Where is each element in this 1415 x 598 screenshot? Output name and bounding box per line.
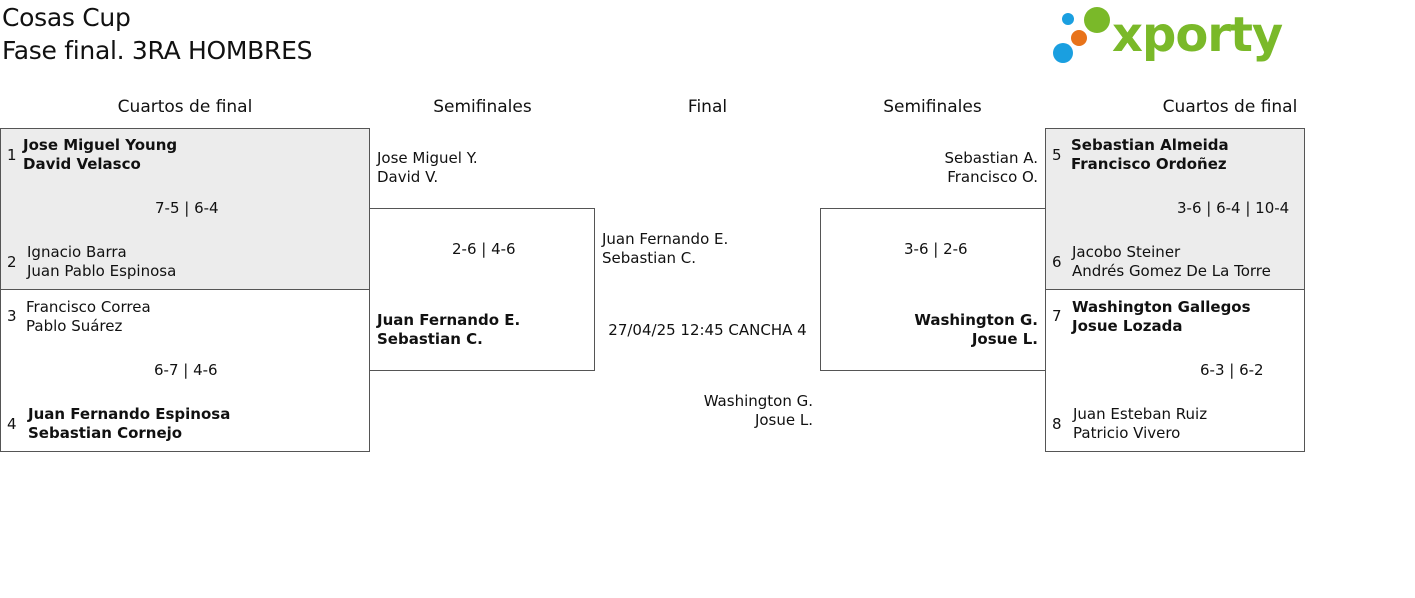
player-name: Washington G. <box>703 392 813 410</box>
player-name: Juan Fernando E. <box>602 230 729 248</box>
player-name: Juan Fernando E. <box>377 311 521 329</box>
player-name: Washington Gallegos <box>1072 298 1251 316</box>
player-name: Sebastian C. <box>377 330 483 348</box>
player-name: Francisco Ordoñez <box>1071 155 1227 173</box>
player-name: Francisco O. <box>947 168 1038 186</box>
team-pair[interactable]: Sebastian Almeida Francisco Ordoñez <box>1071 136 1229 174</box>
xporty-logo[interactable]: xporty <box>1050 4 1283 66</box>
finalist-pair-right[interactable]: Washington G. Josue L. <box>640 392 813 430</box>
column-header-quarterfinals-right: Cuartos de final <box>1162 97 1298 117</box>
match-score: 7-5 | 6-4 <box>155 199 219 217</box>
column-header-quarterfinals-left: Cuartos de final <box>117 97 253 117</box>
team-pair[interactable]: Sebastian A. Francisco O. <box>870 149 1038 187</box>
column-header-final: Final <box>687 97 728 117</box>
seed-number: 7 <box>1052 307 1062 325</box>
player-name: Sebastian C. <box>602 249 697 267</box>
seed-number: 1 <box>7 146 17 164</box>
finalist-pair-left[interactable]: Juan Fernando E. Sebastian C. <box>602 230 728 268</box>
player-name: Josue L. <box>754 411 813 429</box>
column-header-semifinals-right: Semifinales <box>883 97 982 117</box>
player-name: Jose Miguel Y. <box>377 149 478 167</box>
team-pair[interactable]: Juan Fernando E. Sebastian C. <box>377 311 520 349</box>
player-name: Josue L. <box>971 330 1038 348</box>
seed-number: 5 <box>1052 146 1062 164</box>
player-name: Francisco Correa <box>26 298 151 316</box>
seed-number: 4 <box>7 415 17 433</box>
team-pair[interactable]: Jacobo Steiner Andrés Gomez De La Torre <box>1072 243 1271 281</box>
final-schedule: 27/04/25 12:45 CANCHA 4 <box>608 321 807 339</box>
team-pair[interactable]: Juan Esteban Ruiz Patricio Vivero <box>1073 405 1207 443</box>
player-name: David V. <box>377 168 439 186</box>
player-name: Patricio Vivero <box>1073 424 1181 442</box>
match-score: 2-6 | 4-6 <box>452 240 516 258</box>
tournament-title: Cosas Cup <box>2 3 131 32</box>
team-pair[interactable]: Juan Fernando Espinosa Sebastian Cornejo <box>28 405 230 443</box>
semifinal-match-1[interactable] <box>369 208 595 371</box>
player-name: Pablo Suárez <box>26 317 123 335</box>
phase-title: Fase final. 3RA HOMBRES <box>2 36 313 65</box>
quarterfinal-match-1[interactable] <box>0 128 370 290</box>
match-score: 3-6 | 6-4 | 10-4 <box>1177 199 1290 217</box>
player-name: Washington G. <box>914 311 1038 329</box>
quarterfinal-match-3[interactable] <box>1045 128 1305 290</box>
player-name: Sebastian Almeida <box>1071 136 1229 154</box>
team-pair[interactable]: Jose Miguel Young David Velasco <box>23 136 177 174</box>
seed-number: 8 <box>1052 415 1062 433</box>
match-score: 6-3 | 6-2 <box>1200 361 1264 379</box>
player-name: Juan Pablo Espinosa <box>27 262 177 280</box>
seed-number: 2 <box>7 253 17 271</box>
player-name: David Velasco <box>23 155 141 173</box>
column-header-semifinals-left: Semifinales <box>433 97 532 117</box>
team-pair[interactable]: Jose Miguel Y. David V. <box>377 149 478 187</box>
team-pair[interactable]: Washington Gallegos Josue Lozada <box>1072 298 1251 336</box>
player-name: Ignacio Barra <box>27 243 127 261</box>
player-name: Juan Fernando Espinosa <box>28 405 231 423</box>
seed-number: 3 <box>7 307 17 325</box>
xporty-logo-mark <box>1053 7 1110 63</box>
match-score: 3-6 | 2-6 <box>904 240 968 258</box>
player-name: Andrés Gomez De La Torre <box>1072 262 1271 280</box>
player-name: Sebastian A. <box>944 149 1038 167</box>
player-name: Jacobo Steiner <box>1072 243 1181 261</box>
quarterfinal-match-4[interactable] <box>1045 289 1305 452</box>
player-name: Juan Esteban Ruiz <box>1073 405 1208 423</box>
player-name: Jose Miguel Young <box>23 136 178 154</box>
team-pair[interactable]: Washington G. Josue L. <box>860 311 1038 349</box>
seed-number: 6 <box>1052 253 1062 271</box>
xporty-wordmark: xporty <box>1112 7 1283 63</box>
team-pair[interactable]: Ignacio Barra Juan Pablo Espinosa <box>27 243 176 281</box>
player-name: Josue Lozada <box>1072 317 1183 335</box>
match-score: 6-7 | 4-6 <box>154 361 218 379</box>
player-name: Sebastian Cornejo <box>28 424 183 442</box>
team-pair[interactable]: Francisco Correa Pablo Suárez <box>26 298 151 336</box>
